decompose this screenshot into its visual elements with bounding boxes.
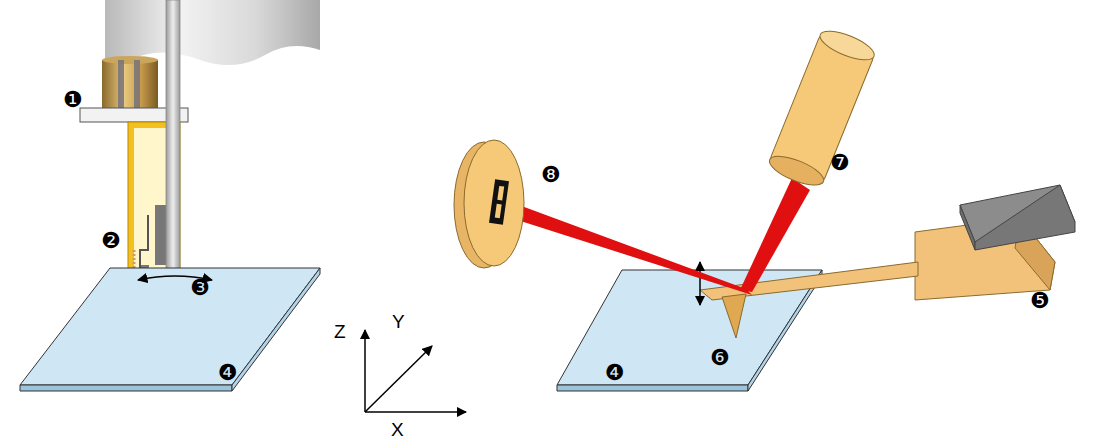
callout-number: ❸: [190, 277, 210, 299]
callout-number: ❼: [830, 152, 850, 174]
callout-number: ❺: [1030, 290, 1050, 312]
callout-number: ❶: [63, 89, 83, 111]
callout-number: ❻: [710, 347, 730, 369]
axis-label: Z: [334, 322, 346, 341]
callout-number: ❷: [101, 230, 121, 252]
axis-label: Y: [392, 312, 405, 331]
callout-number: ❹: [605, 362, 625, 384]
callout-number: ❽: [541, 164, 561, 186]
callout-number: ❹: [218, 362, 238, 384]
axis-label: X: [391, 420, 404, 439]
